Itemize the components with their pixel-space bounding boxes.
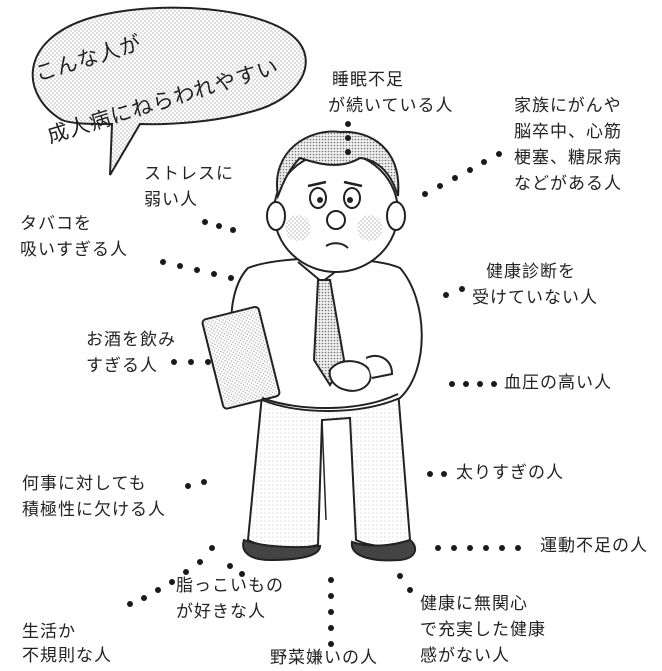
label-tobacco-1: タバコを (20, 214, 92, 234)
speech-bubble (31, 6, 307, 176)
label-family-2: 脳卒中、心筋 (514, 122, 622, 142)
label-fatty-2: が好きな人 (176, 602, 266, 622)
label-stress-1: ストレスに (144, 164, 234, 184)
man-figure (201, 130, 423, 562)
label-irregular-2: 不規則な人 (22, 646, 112, 666)
leader-dots (127, 121, 521, 647)
label-passive-1: 何事に対しても (22, 474, 147, 494)
label-blood-pressure: 血圧の高い人 (504, 373, 612, 393)
label-alcohol-2: すぎる人 (86, 356, 158, 376)
label-family-4: などがある人 (514, 174, 622, 194)
label-fatty-1: 脂っこいもの (176, 576, 284, 596)
label-exercise: 運動不足の人 (540, 536, 648, 556)
label-sleep-2: が続いている人 (328, 96, 454, 116)
label-family-1: 家族にがんや (514, 96, 622, 116)
label-tobacco-2: 吸いすぎる人 (20, 240, 128, 260)
label-checkup-2: 受けていない人 (472, 288, 598, 308)
label-sleep-1: 睡眠不足 (332, 70, 404, 90)
label-indifferent-2: で充実した健康 (420, 620, 546, 640)
label-stress-2: 弱い人 (144, 190, 198, 210)
label-checkup-1: 健康診断を (486, 262, 576, 282)
label-indifferent-3: 感がない人 (420, 646, 510, 666)
label-irregular-1: 生活か (22, 622, 76, 642)
label-indifferent-1: 健康に無関心 (420, 594, 528, 614)
label-vegetables: 野菜嫌いの人 (270, 648, 378, 668)
label-family-3: 梗塞、糖尿病 (514, 148, 622, 168)
label-alcohol-1: お酒を飲み (86, 330, 176, 350)
label-passive-2: 積極性に欠ける人 (22, 500, 166, 520)
label-overweight: 太りすぎの人 (456, 463, 564, 483)
